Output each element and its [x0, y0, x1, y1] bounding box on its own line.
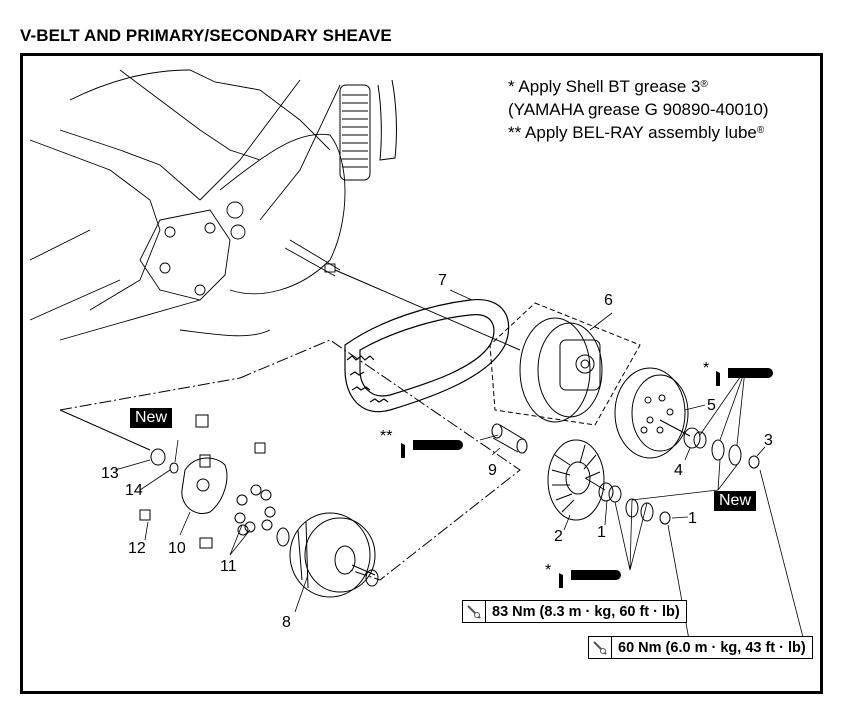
nut: [659, 511, 671, 525]
callout-14: 14: [125, 482, 143, 499]
assembly-guide-line: [239, 339, 521, 581]
callout-13: 13: [101, 465, 119, 482]
torque-wrench-icon: [589, 637, 612, 658]
diagram-frame: [20, 53, 823, 694]
lubrication-notes: * Apply Shell BT grease 3® (YAMAHA greas…: [508, 75, 769, 144]
grease-mark: *: [545, 562, 552, 579]
primary-fixed-sheave-drawing: [547, 439, 606, 521]
callout-12: 12: [128, 540, 146, 557]
assembly-guide-line-left: [59, 377, 241, 411]
new-part-badge: New: [130, 408, 173, 428]
note-grease-part: (YAMAHA grease G 90890-40010): [508, 100, 769, 119]
torque-spec-secondary: 60 Nm (6.0 m · kg, 43 ft · lb): [588, 636, 813, 659]
callout-1: 1: [597, 524, 606, 541]
slider: [254, 442, 266, 454]
callout-6: 6: [604, 292, 613, 309]
cam-drawing: [181, 454, 228, 514]
collar-9-drawing: [491, 423, 528, 454]
slider: [195, 414, 209, 428]
shock-absorber-drawing: [339, 79, 397, 181]
note-assembly-lube: ** Apply BEL-RAY assembly lube®: [508, 123, 765, 142]
torque-value: 83 Nm (8.3 m · kg, 60 ft · lb): [492, 603, 680, 620]
torque-spec-primary: 83 Nm (8.3 m · kg, 60 ft · lb): [462, 600, 687, 623]
v-belt-drawing: [344, 299, 510, 413]
callout-7: 7: [438, 272, 447, 289]
slider: [139, 509, 151, 521]
o-ring: [711, 439, 725, 461]
note-grease: * Apply Shell BT grease 3®: [508, 77, 708, 96]
callout-4: 4: [674, 462, 683, 479]
callout-3: 3: [764, 432, 773, 449]
clutch-housing-drawing: [614, 367, 691, 459]
grease-tube-icon: [401, 368, 773, 588]
torque-value: 60 Nm (6.0 m · kg, 43 ft · lb): [618, 639, 806, 656]
new-part-badge: New: [714, 491, 757, 511]
o-ring: [169, 462, 179, 474]
callout-5: 5: [707, 397, 716, 414]
callout-2: 2: [554, 528, 563, 545]
page-title: V-BELT AND PRIMARY/SECONDARY SHEAVE: [20, 26, 392, 45]
leader-lines: [114, 289, 806, 646]
engine-case-drawing: [29, 69, 346, 341]
o-ring: [625, 498, 639, 518]
nut: [748, 455, 760, 469]
o-ring: [728, 444, 742, 466]
slider: [199, 537, 213, 549]
secondary-sheave-drawing: [519, 317, 603, 423]
assembly-lube-mark: **: [380, 428, 393, 445]
oil-seal: [150, 448, 166, 466]
callout-8: 8: [282, 614, 291, 631]
callout-9: 9: [488, 462, 497, 479]
weight-rollers: [234, 484, 276, 536]
callout-10: 10: [168, 540, 186, 557]
primary-sliding-sheave-drawing: [289, 512, 379, 598]
grease-mark: *: [703, 360, 710, 377]
axis-line-primary: [334, 269, 521, 351]
washer: [276, 527, 290, 547]
secondary-sheave-outline: [489, 302, 641, 426]
collar-drawing: [683, 427, 707, 449]
callout-1-nut: 1: [688, 510, 697, 527]
callout-11: 11: [220, 558, 237, 575]
torque-wrench-icon: [463, 601, 486, 622]
